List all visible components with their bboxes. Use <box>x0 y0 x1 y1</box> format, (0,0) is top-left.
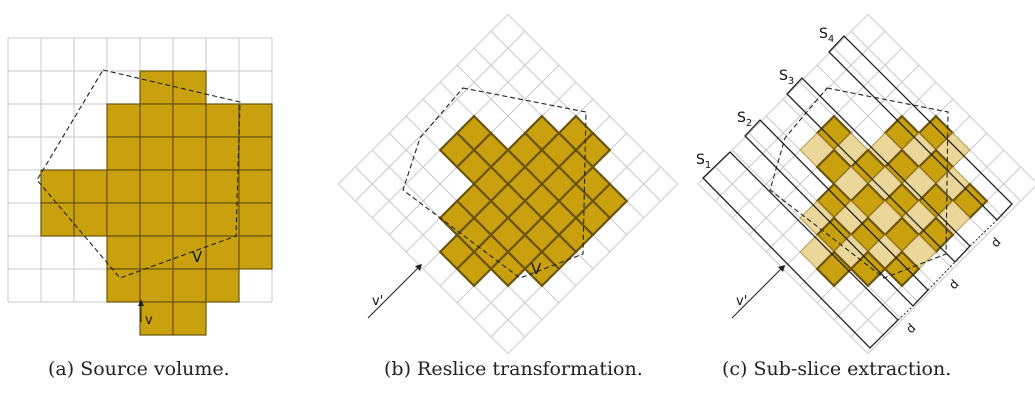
voxel <box>139 136 174 171</box>
voxel <box>849 250 887 288</box>
voxel <box>139 301 174 336</box>
subslice-slabs <box>702 35 1013 349</box>
grid-line <box>867 185 1035 355</box>
caption-reslice-transformation: (b) Reslice transformation. <box>384 358 643 380</box>
reslice-view-vector-arrowhead <box>415 264 422 271</box>
voxel <box>172 301 207 336</box>
spacing-tick <box>927 261 956 291</box>
panel-reslice-transformation: v' V <box>337 13 679 355</box>
voxel <box>238 202 273 237</box>
reslice-polygon-label: V <box>531 260 542 278</box>
slab-label-s1: S1 <box>696 152 711 171</box>
voxel <box>139 202 174 237</box>
voxel <box>883 250 921 288</box>
voxel <box>106 136 141 171</box>
spacing-label-d1: d <box>903 321 918 336</box>
spacing-tick <box>897 305 914 321</box>
voxel <box>40 169 75 204</box>
voxel <box>73 169 108 204</box>
subslice-polygon-outline <box>769 87 949 279</box>
source-view-vector-label: v <box>145 313 153 328</box>
spacing-label-d3: d <box>988 235 1003 250</box>
voxel <box>106 268 141 303</box>
voxel <box>172 169 207 204</box>
voxel <box>172 103 207 138</box>
voxel <box>815 250 853 288</box>
voxel <box>205 202 240 237</box>
panel-source-volume: v V <box>7 37 273 336</box>
voxel <box>40 202 75 237</box>
voxel <box>106 235 141 270</box>
caption-source-volume: (a) Source volume. <box>48 358 230 380</box>
voxel <box>238 169 273 204</box>
voxel <box>139 70 174 105</box>
voxel <box>73 202 108 237</box>
subslice-view-vector <box>731 267 783 319</box>
subslice-view-vector-label: v' <box>736 294 747 309</box>
voxel <box>238 235 273 270</box>
voxel <box>106 202 141 237</box>
voxel <box>205 136 240 171</box>
voxel <box>139 169 174 204</box>
voxel <box>172 136 207 171</box>
voxel <box>205 235 240 270</box>
voxel <box>139 235 174 270</box>
voxel <box>523 250 561 288</box>
grid-line <box>337 183 509 355</box>
voxel <box>172 202 207 237</box>
voxel <box>205 103 240 138</box>
subslice-voxels <box>799 114 989 288</box>
slab-outline-s4 <box>828 35 1013 221</box>
reslice-view-vector <box>367 266 420 319</box>
spacing-label-d2: d <box>946 277 961 292</box>
voxel <box>205 268 240 303</box>
source-polygon-outline <box>36 69 241 279</box>
voxel <box>172 268 207 303</box>
voxel <box>106 103 141 138</box>
source-view-vector-arrowhead <box>138 299 144 306</box>
voxel <box>238 136 273 171</box>
reslice-voxels <box>438 114 629 288</box>
slab-label-s2: S2 <box>737 110 752 129</box>
voxel <box>106 169 141 204</box>
source-polygon-label: V <box>192 248 203 266</box>
slab-label-s4: S4 <box>819 26 834 45</box>
subslice-view-vector-arrowhead <box>778 265 785 272</box>
caption-subslice-extraction: (c) Sub-slice extraction. <box>722 358 952 380</box>
panel-subslice-extraction: v' S1 S2 S3 S4 d d d <box>696 13 1035 355</box>
voxel <box>455 250 493 288</box>
reslice-view-vector-label: v' <box>372 294 383 309</box>
source-voxels <box>40 70 273 336</box>
voxel <box>489 250 527 288</box>
voxel <box>205 169 240 204</box>
voxel <box>238 103 273 138</box>
voxel <box>139 103 174 138</box>
grid-line <box>507 183 679 355</box>
voxel <box>139 268 174 303</box>
slab-label-s3: S3 <box>779 68 794 87</box>
